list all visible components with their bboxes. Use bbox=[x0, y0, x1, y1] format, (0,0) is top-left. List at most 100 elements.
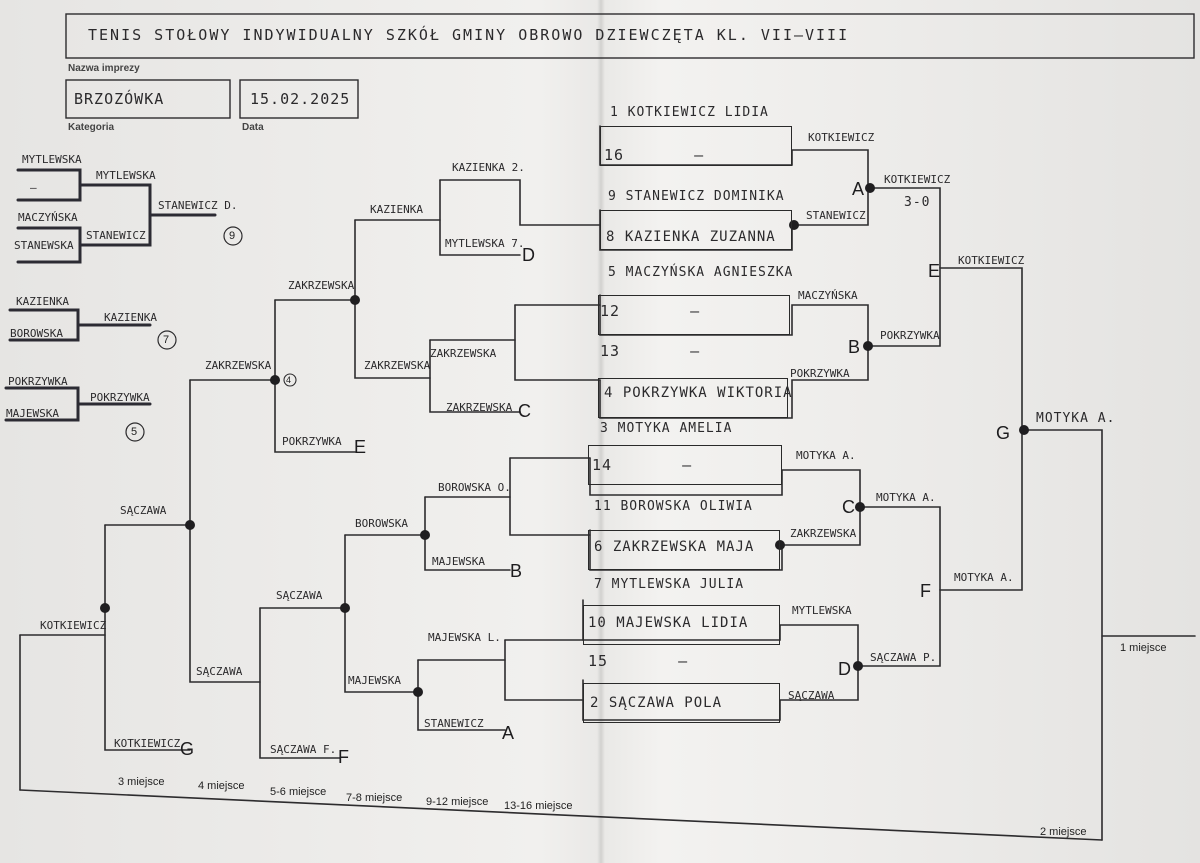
r2-name-3: BOROWSKA bbox=[355, 517, 408, 530]
seed-name: — bbox=[690, 342, 701, 360]
r3-name-2: POKRZYWKA bbox=[282, 435, 342, 448]
seed-name: POKRZYWKA WIKTORIA bbox=[622, 385, 793, 401]
r3-name-4: SĄCZAWA F. bbox=[270, 743, 337, 756]
seed-name: ZAKRZEWSKA MAJA bbox=[612, 539, 755, 555]
match-letter-b: B bbox=[848, 337, 861, 357]
r2-name-2: ZAKRZEWSKA bbox=[430, 347, 497, 360]
r1-winner-3: MACZYŃSKA bbox=[798, 289, 858, 302]
seed-12: 12 — bbox=[600, 304, 700, 319]
seed-number: 15 bbox=[588, 652, 609, 670]
seed-number: 9 bbox=[608, 189, 617, 204]
seed-10: 10 MAJEWSKA LIDIA bbox=[588, 616, 748, 630]
place-4-label: 4 miejsce bbox=[198, 780, 245, 792]
rep-name-5: BOROWSKA O. bbox=[438, 481, 511, 494]
seed-number: 2 bbox=[590, 695, 600, 711]
seed-name: BOROWSKA OLIWIA bbox=[620, 499, 753, 514]
category-label: Kategoria bbox=[68, 122, 115, 133]
rep-name-7: MAJEWSKA L. bbox=[428, 631, 501, 644]
seed-name: — bbox=[690, 302, 701, 320]
seed-16: 16 — bbox=[604, 148, 704, 163]
event-name: TENIS STOŁOWY INDYWIDUALNY SZKÓŁ GMINY O… bbox=[88, 26, 850, 44]
rep-letter-d: D bbox=[522, 245, 535, 265]
match-letter-d: D bbox=[838, 659, 851, 679]
date-label: Data bbox=[242, 122, 264, 133]
p13-name-4: STANEWSKA bbox=[14, 239, 74, 252]
seed-slot-4 bbox=[598, 378, 788, 418]
seed-slot-10 bbox=[583, 605, 780, 645]
page-fold bbox=[597, 0, 605, 863]
place-9-12-label: 9-12 miejsce bbox=[426, 796, 489, 808]
rep-letter-c: C bbox=[518, 401, 531, 421]
seed-15: 15 — bbox=[588, 654, 688, 669]
p9-name-1: KAZIENKA bbox=[16, 295, 69, 308]
category-value: BRZOZÓWKA bbox=[74, 90, 165, 108]
seed-4: 4 POKRZYWKA WIKTORIA bbox=[604, 386, 793, 400]
seed-1: 1 KOTKIEWICZ LIDIA bbox=[610, 106, 769, 119]
seed-number: 3 bbox=[600, 421, 609, 436]
seed-number: 5 bbox=[608, 265, 617, 280]
event-name-box bbox=[65, 13, 1195, 59]
seed-name: STANEWICZ DOMINIKA bbox=[625, 189, 785, 204]
seed-number: 4 bbox=[604, 385, 614, 401]
qf-winner-d: SĄCZAWA P. bbox=[870, 651, 937, 664]
r5-name-3: KOTKIEWICZ bbox=[114, 737, 181, 750]
r1-winner-7: MYTLEWSKA bbox=[792, 604, 852, 617]
r1-winner-8: SĄCZAWA bbox=[788, 689, 835, 702]
seed-slot-8 bbox=[600, 210, 792, 250]
match-letter-e: E bbox=[928, 261, 941, 281]
p9-final: KAZIENKA bbox=[104, 311, 157, 324]
p13-place: 9 bbox=[229, 230, 236, 242]
r2-name-1: KAZIENKA bbox=[370, 203, 423, 216]
seed-2: 2 SĄCZAWA POLA bbox=[590, 696, 722, 710]
r1-winner-6: ZAKRZEWSKA bbox=[790, 527, 857, 540]
r1-winner-2: STANEWICZ bbox=[806, 209, 866, 222]
place-5-6-label: 5-6 miejsce bbox=[270, 786, 327, 798]
date-box bbox=[239, 79, 359, 119]
r3-letter-f: F bbox=[338, 747, 349, 767]
place-1-label: 1 miejsce bbox=[1120, 642, 1167, 654]
seed-slot-12 bbox=[598, 295, 790, 335]
place-2-label: 2 miejsce bbox=[1040, 826, 1087, 838]
r1-winner-5: MOTYKA A. bbox=[796, 449, 856, 462]
p7-name-1: POKRZYWKA bbox=[8, 375, 68, 388]
seed-number: 10 bbox=[588, 615, 607, 631]
qf-score-a: 3-0 bbox=[904, 195, 931, 210]
event-label: Nazwa imprezy bbox=[68, 63, 140, 74]
p9-place: 7 bbox=[163, 334, 170, 346]
seed-slot-16 bbox=[600, 126, 792, 166]
seed-3: 3 MOTYKA AMELIA bbox=[600, 422, 732, 435]
place-13-16-label: 13-16 miejsce bbox=[504, 800, 573, 812]
rep-name-8: STANEWICZ bbox=[424, 717, 484, 730]
r4-name-1: ZAKRZEWSKA bbox=[205, 359, 272, 372]
match-letter-a: A bbox=[852, 179, 865, 199]
seed-name: SĄCZAWA POLA bbox=[608, 695, 723, 711]
seed-14: 14 — bbox=[592, 458, 692, 473]
seed-number: 8 bbox=[606, 229, 616, 245]
seed-number: 14 bbox=[592, 456, 613, 474]
rep-name-4: ZAKRZEWSKA bbox=[446, 401, 513, 414]
r1-winner-4: POKRZYWKA bbox=[790, 367, 850, 380]
r5-name-2: KOTKIEWICZ bbox=[40, 619, 107, 632]
seed-name: MOTYKA AMELIA bbox=[617, 421, 733, 436]
p13-name-2: — bbox=[30, 181, 37, 194]
r4-name-2: SĄCZAWA bbox=[196, 665, 243, 678]
seed-number: 13 bbox=[600, 342, 621, 360]
seed-name: MAJEWSKA LIDIA bbox=[616, 615, 749, 631]
p7-final: POKRZYWKA bbox=[90, 391, 150, 404]
sf-winner-f: MOTYKA A. bbox=[954, 571, 1014, 584]
seed-slot-2 bbox=[583, 683, 780, 723]
seed-name: KAZIENKA ZUZANNA bbox=[624, 229, 776, 245]
seed-7: 7 MYTLEWSKA JULIA bbox=[594, 578, 744, 591]
seed-name: MYTLEWSKA JULIA bbox=[611, 577, 745, 592]
r1-winner-1: KOTKIEWICZ bbox=[808, 131, 875, 144]
seed-11: 11 BOROWSKA OLIWIA bbox=[594, 500, 753, 513]
seed-number: 11 bbox=[594, 499, 612, 514]
rep-name-2: MYTLEWSKA 7. bbox=[445, 237, 525, 250]
r3-letter-e: E bbox=[354, 437, 367, 457]
date-value: 15.02.2025 bbox=[250, 90, 351, 108]
qf-winner-a: KOTKIEWICZ bbox=[884, 173, 951, 186]
place-3-label: 3 miejsce bbox=[118, 776, 165, 788]
seed-name: — bbox=[694, 146, 705, 164]
p7-name-2: MAJEWSKA bbox=[6, 407, 59, 420]
